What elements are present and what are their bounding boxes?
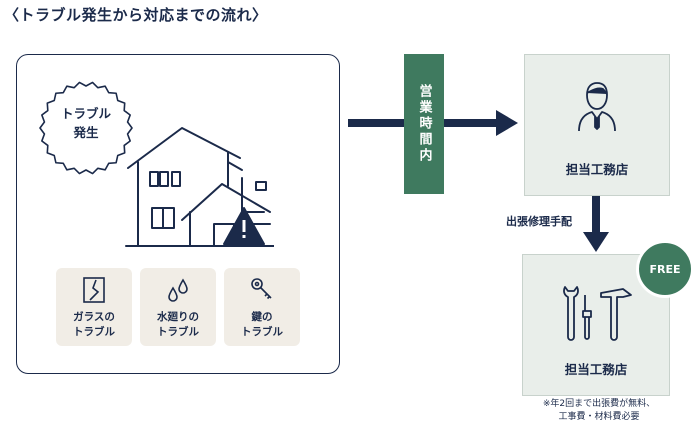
trouble-badge-icon: [39, 81, 133, 175]
badge-line-1: トラブル: [60, 106, 111, 121]
page-title: 〈トラブル発生から対応までの流れ〉: [4, 6, 268, 24]
connector-line: [348, 119, 404, 127]
repair-card-label: 担当工務店: [564, 362, 628, 377]
tile-line-1: 鍵の: [251, 311, 273, 323]
dispatch-label: 出張修理手配: [506, 215, 572, 228]
footnote-line-2: 工事費・材料費必要: [558, 412, 640, 422]
water-drops-icon: [168, 278, 188, 302]
footnote: ※年2回まで出張費が無料、 工事費・材料費必要: [520, 398, 678, 424]
staff-person-icon: [578, 82, 616, 132]
tile-line-1: ガラスの: [73, 311, 115, 323]
business-hours-label: 営業時間内: [416, 84, 432, 164]
footnote-line-1: ※年2回まで出張費が無料、: [542, 399, 656, 409]
tile-line-2: トラブル: [73, 326, 115, 338]
trouble-badge-label: トラブル 発生: [38, 104, 134, 142]
tools-icon: [563, 286, 632, 341]
warning-icon: [223, 207, 265, 245]
house-icon: [125, 127, 274, 247]
connector-line: [444, 119, 500, 127]
free-badge: FREE: [636, 240, 694, 298]
cracked-glass-icon: [83, 277, 105, 303]
shop-card: 担当工務店: [524, 54, 670, 196]
key-trouble-tile: 鍵の トラブル: [224, 268, 300, 346]
tile-line-1: 水廻りの: [157, 311, 199, 323]
arrow-down-icon: [583, 232, 609, 252]
connector-line: [592, 196, 600, 236]
shop-card-label: 担当工務店: [565, 162, 629, 177]
badge-line-2: 発生: [73, 125, 99, 140]
glass-trouble-tile: ガラスの トラブル: [56, 268, 132, 346]
arrow-right-icon: [496, 110, 518, 136]
key-icon: [251, 278, 272, 300]
tile-line-2: トラブル: [157, 326, 199, 338]
water-trouble-tile: 水廻りの トラブル: [140, 268, 216, 346]
business-hours-bar: [404, 54, 444, 194]
tile-line-2: トラブル: [241, 326, 283, 338]
